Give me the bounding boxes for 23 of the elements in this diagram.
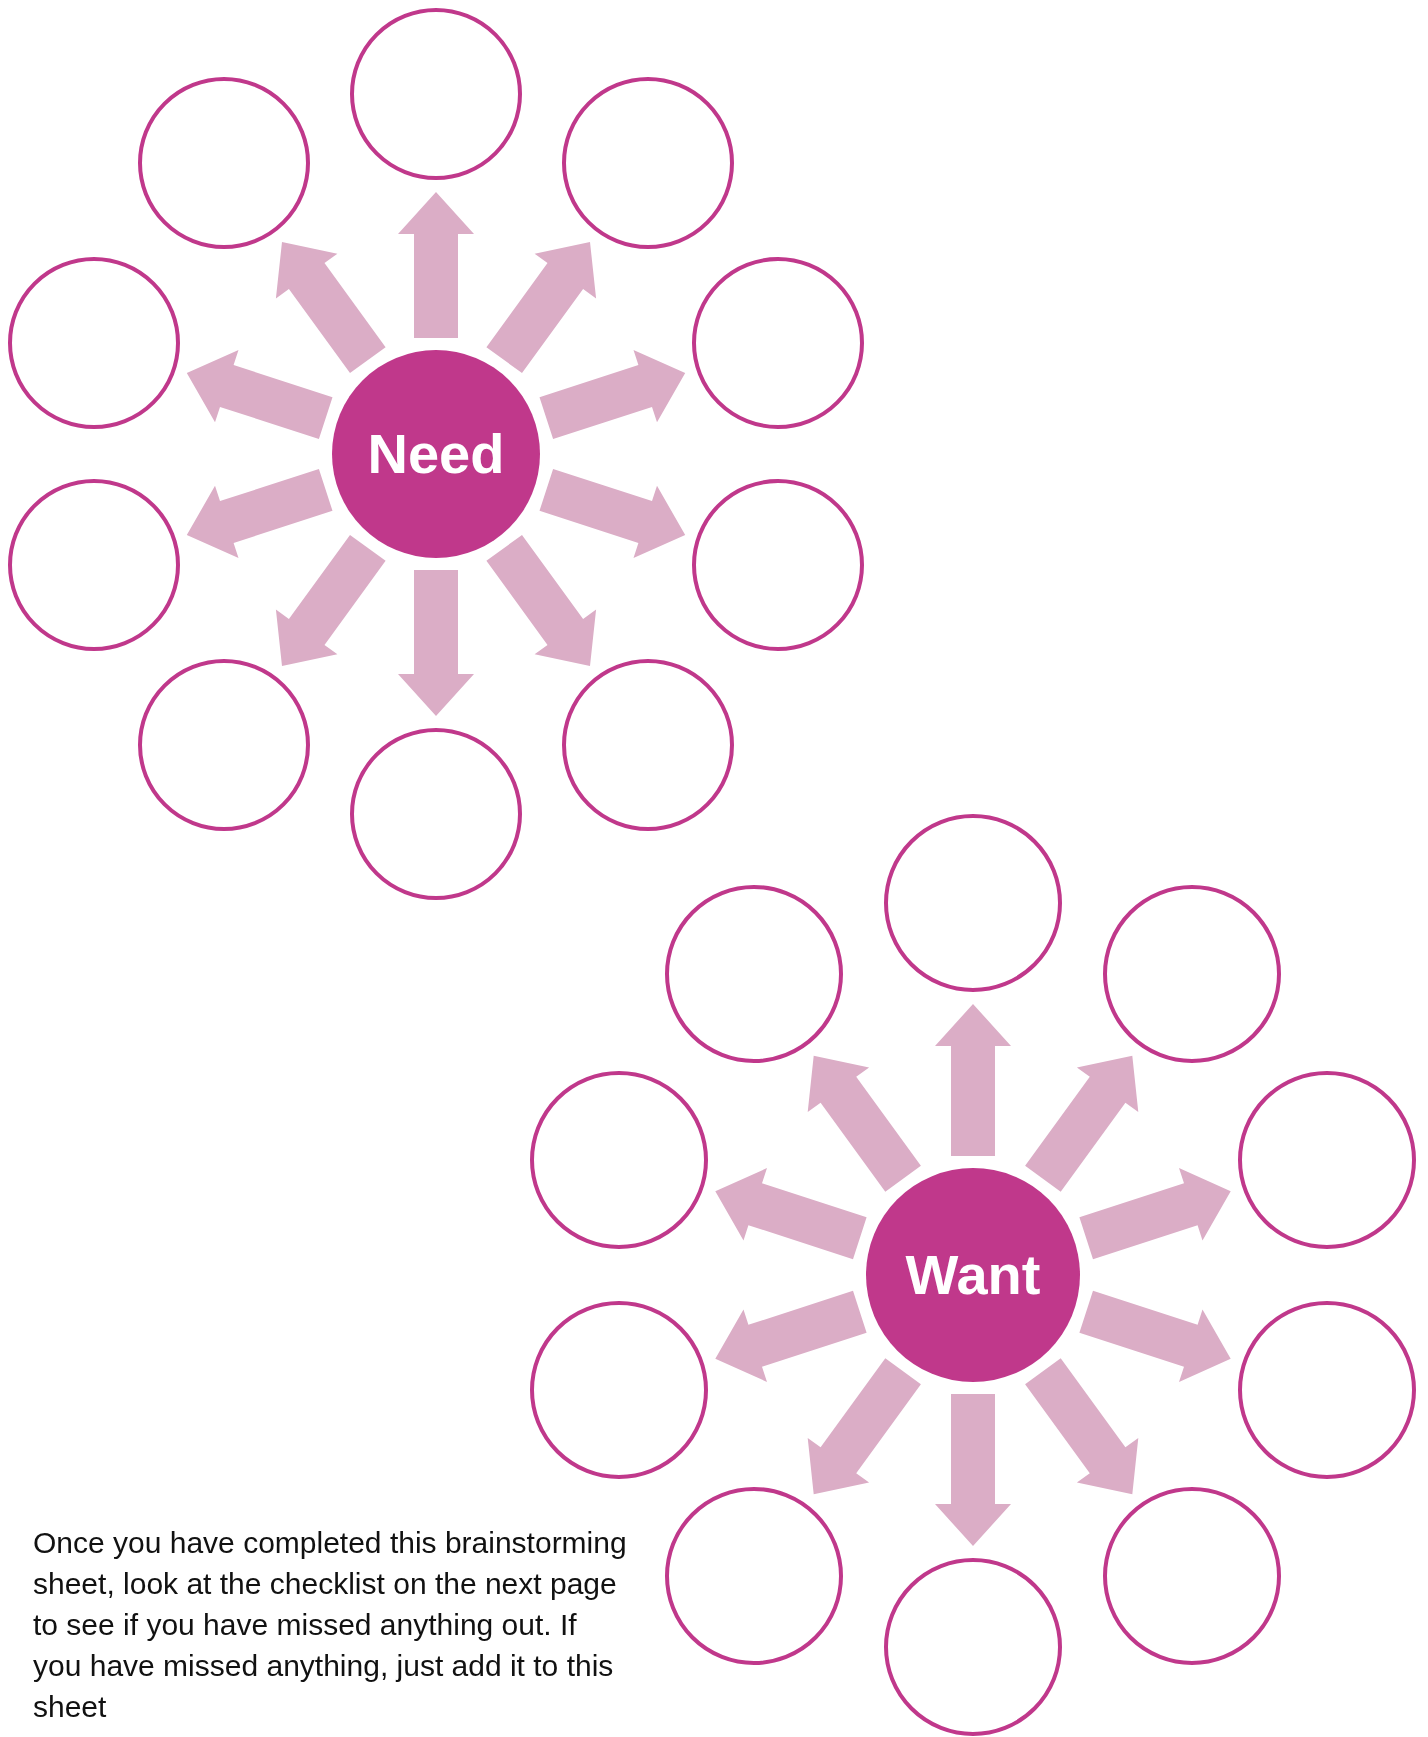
block-arrow — [1079, 1168, 1231, 1260]
block-arrow — [398, 192, 474, 338]
block-arrow — [186, 349, 333, 440]
block-arrow — [186, 468, 333, 559]
block-arrow — [275, 534, 386, 666]
block-arrow — [807, 1358, 921, 1495]
block-arrow — [1025, 1055, 1139, 1192]
block-arrow — [715, 1168, 867, 1260]
block-arrow — [715, 1290, 867, 1382]
block-arrow — [539, 349, 686, 440]
hub-label: Want — [905, 1247, 1041, 1303]
block-arrow — [486, 242, 597, 374]
instruction-text: Once you have completed this brainstorming sheet, look at the checklist on the next page to see if you have missed anything out. If you have missed anything, just add it to this sheet — [33, 1525, 628, 1725]
hub-label: Need — [367, 426, 505, 482]
block-arrow — [398, 570, 474, 716]
block-arrow — [539, 468, 686, 559]
block-arrow — [486, 534, 597, 666]
block-arrow — [1025, 1358, 1139, 1495]
block-arrow — [275, 242, 386, 374]
block-arrow — [807, 1055, 921, 1192]
block-arrow — [935, 1004, 1011, 1156]
block-arrow — [935, 1394, 1011, 1546]
block-arrow — [1079, 1290, 1231, 1382]
